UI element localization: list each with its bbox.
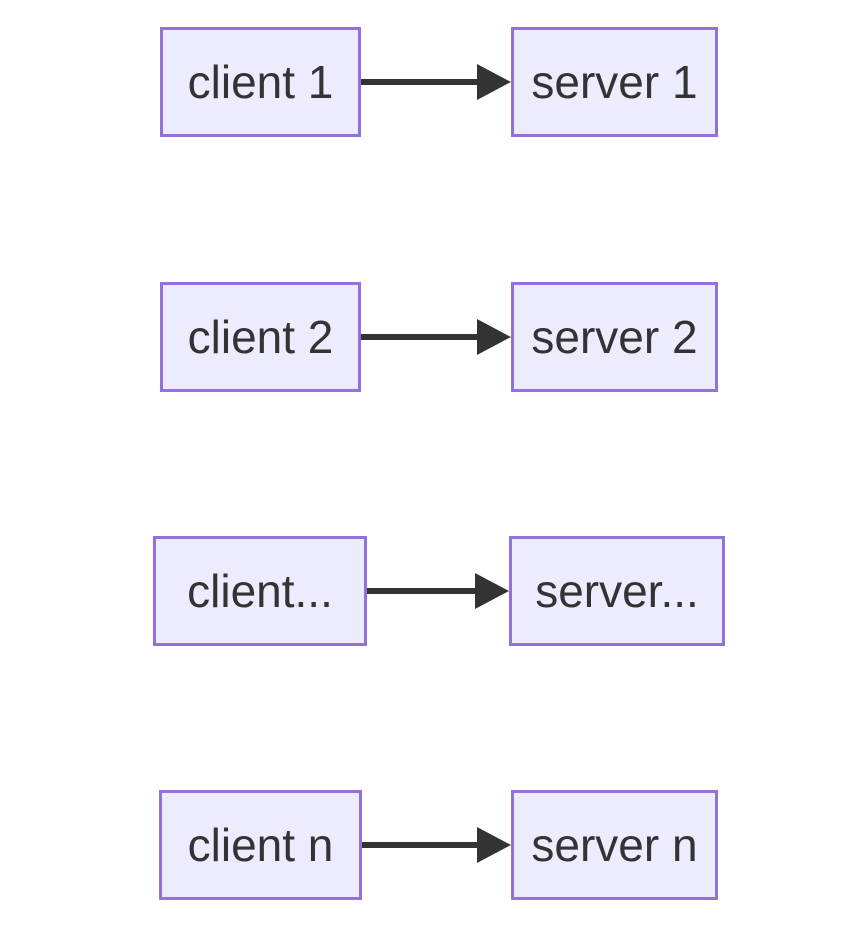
node-server-1: server 1: [511, 27, 718, 137]
arrow-shaft: [361, 334, 477, 340]
arrow-clientn-servern: [362, 790, 511, 900]
node-client-2-label: client 2: [187, 311, 334, 363]
node-client-1-label: client 1: [187, 56, 334, 108]
arrow-shaft: [362, 842, 477, 848]
node-server-2-label: server 2: [531, 311, 698, 363]
node-server-ellipsis-label: server...: [535, 565, 699, 617]
node-client-ellipsis-label: client...: [187, 565, 333, 617]
arrowhead-icon: [477, 827, 511, 863]
node-client-2: client 2: [160, 282, 361, 392]
arrowhead-icon: [477, 319, 511, 355]
node-client-1: client 1: [160, 27, 361, 137]
node-client-n: client n: [159, 790, 362, 900]
arrow-shaft: [361, 79, 477, 85]
node-server-n: server n: [511, 790, 718, 900]
node-server-ellipsis: server...: [509, 536, 725, 646]
arrow-shaft: [367, 588, 475, 594]
arrowhead-icon: [477, 64, 511, 100]
node-client-n-label: client n: [187, 819, 334, 871]
node-server-1-label: server 1: [531, 56, 698, 108]
node-client-ellipsis: client...: [153, 536, 367, 646]
arrow-clientellipsis-serverellipsis: [367, 536, 509, 646]
arrowhead-icon: [475, 573, 509, 609]
node-server-2: server 2: [511, 282, 718, 392]
arrow-client1-server1: [361, 27, 511, 137]
node-server-n-label: server n: [531, 819, 698, 871]
arrow-client2-server2: [361, 282, 511, 392]
